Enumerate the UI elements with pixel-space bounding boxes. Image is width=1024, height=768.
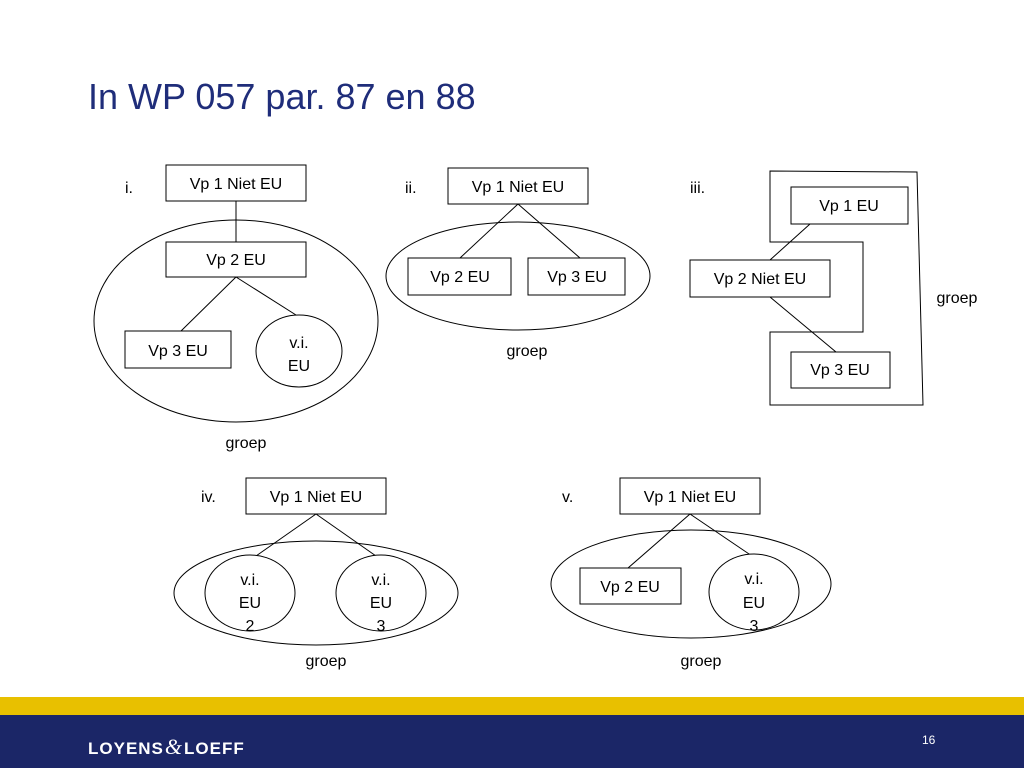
diagram-i-label: i. [125, 180, 133, 197]
diagram-v-top-text: Vp 1 Niet EU [644, 489, 736, 506]
diagram-v [550, 477, 832, 639]
logo-word-left: LOYENS [88, 739, 164, 758]
diagram-i-mid-text: Vp 2 EU [206, 252, 266, 269]
diagram-i-top-box [165, 164, 307, 202]
diagram-v-label: v. [562, 489, 573, 506]
diagram-i-left-leaf-box [124, 330, 232, 369]
diagram-v-top-box [619, 477, 761, 515]
diagram-ii-label: ii. [405, 180, 417, 197]
logo-ampersand: & [164, 734, 184, 759]
diagram-ii-top-box [447, 167, 589, 205]
diagram-iii-group-outline [769, 170, 924, 406]
diagram-v-right-leaf-circle [708, 553, 800, 631]
diagram-v-right-leaf-line-3: 3 [750, 618, 759, 635]
diagram-iv [173, 477, 459, 646]
diagram-iv-left-leaf-circle [204, 554, 296, 632]
diagram-iv-left-leaf-line-3: 2 [246, 618, 255, 635]
diagram-ii-left-leaf-box [407, 257, 512, 296]
diagram-iv-right-leaf-circle [335, 554, 427, 632]
diagram-i-right-leaf-line-1: v.i. [289, 335, 308, 352]
diagram-iv-left-leaf-line-2: EU [239, 595, 261, 612]
diagram-i-group-label: groep [226, 435, 267, 452]
diagram-ii-group-ellipse [385, 221, 651, 331]
diagram-iii-bottom-box [790, 351, 891, 389]
diagram-iii-mid-box [689, 259, 831, 298]
diagram-iii-bottom-text: Vp 3 EU [810, 362, 870, 379]
diagram-v-left-leaf-text: Vp 2 EU [600, 579, 660, 596]
diagram-i-right-leaf-circle [255, 314, 343, 388]
diagram-i [93, 164, 379, 423]
diagram-iv-label: iv. [201, 489, 216, 506]
footer-accent-band [0, 697, 1024, 715]
diagram-v-right-leaf-line-1: v.i. [744, 571, 763, 588]
diagram-v-right-leaf-line-2: EU [743, 595, 765, 612]
diagram-v-group-ellipse [550, 529, 832, 639]
diagram-ii-right-leaf-box [527, 257, 626, 296]
diagram-iv-group-ellipse [173, 540, 459, 646]
diagram-iv-right-leaf-line-3: 3 [377, 618, 386, 635]
structure-diagrams: i. Vp 1 Niet EU Vp 2 EU Vp 3 EU v.i. EU … [93, 164, 978, 670]
diagram-i-left-leaf-text: Vp 3 EU [148, 343, 208, 360]
diagram-ii-top-text: Vp 1 Niet EU [472, 179, 564, 196]
diagram-i-right-leaf-line-2: EU [288, 358, 310, 375]
diagram-iii-group-label: groep [937, 290, 978, 307]
diagram-iv-left-leaf-line-1: v.i. [240, 572, 259, 589]
diagram-iii-top-text: Vp 1 EU [819, 198, 879, 215]
diagram-v-left-leaf-box [579, 567, 682, 605]
diagram-i-mid-box [165, 241, 307, 278]
logo-word-right: LOEFF [184, 739, 245, 758]
diagram-iii-label: iii. [690, 180, 705, 197]
diagram-iv-right-leaf-line-1: v.i. [371, 572, 390, 589]
company-logo: LOYENS&LOEFF [88, 734, 245, 760]
diagram-iii-mid-text: Vp 2 Niet EU [714, 271, 806, 288]
diagram-iii [689, 170, 924, 406]
diagram-iv-top-box [245, 477, 387, 515]
diagram-v-group-label: groep [681, 653, 722, 670]
diagram-iii-top-box [790, 186, 909, 225]
diagram-i-top-text: Vp 1 Niet EU [190, 176, 282, 193]
diagram-iv-group-label: groep [306, 653, 347, 670]
page-number: 16 [922, 733, 936, 747]
diagram-ii-right-leaf-text: Vp 3 EU [547, 269, 607, 286]
slide-title: In WP 057 par. 87 en 88 [88, 76, 476, 117]
footer-bar [0, 715, 1024, 768]
diagram-iv-right-leaf-line-2: EU [370, 595, 392, 612]
diagram-ii-group-label: groep [507, 343, 548, 360]
diagram-ii [385, 167, 651, 331]
diagram-iv-top-text: Vp 1 Niet EU [270, 489, 362, 506]
diagram-ii-left-leaf-text: Vp 2 EU [430, 269, 490, 286]
